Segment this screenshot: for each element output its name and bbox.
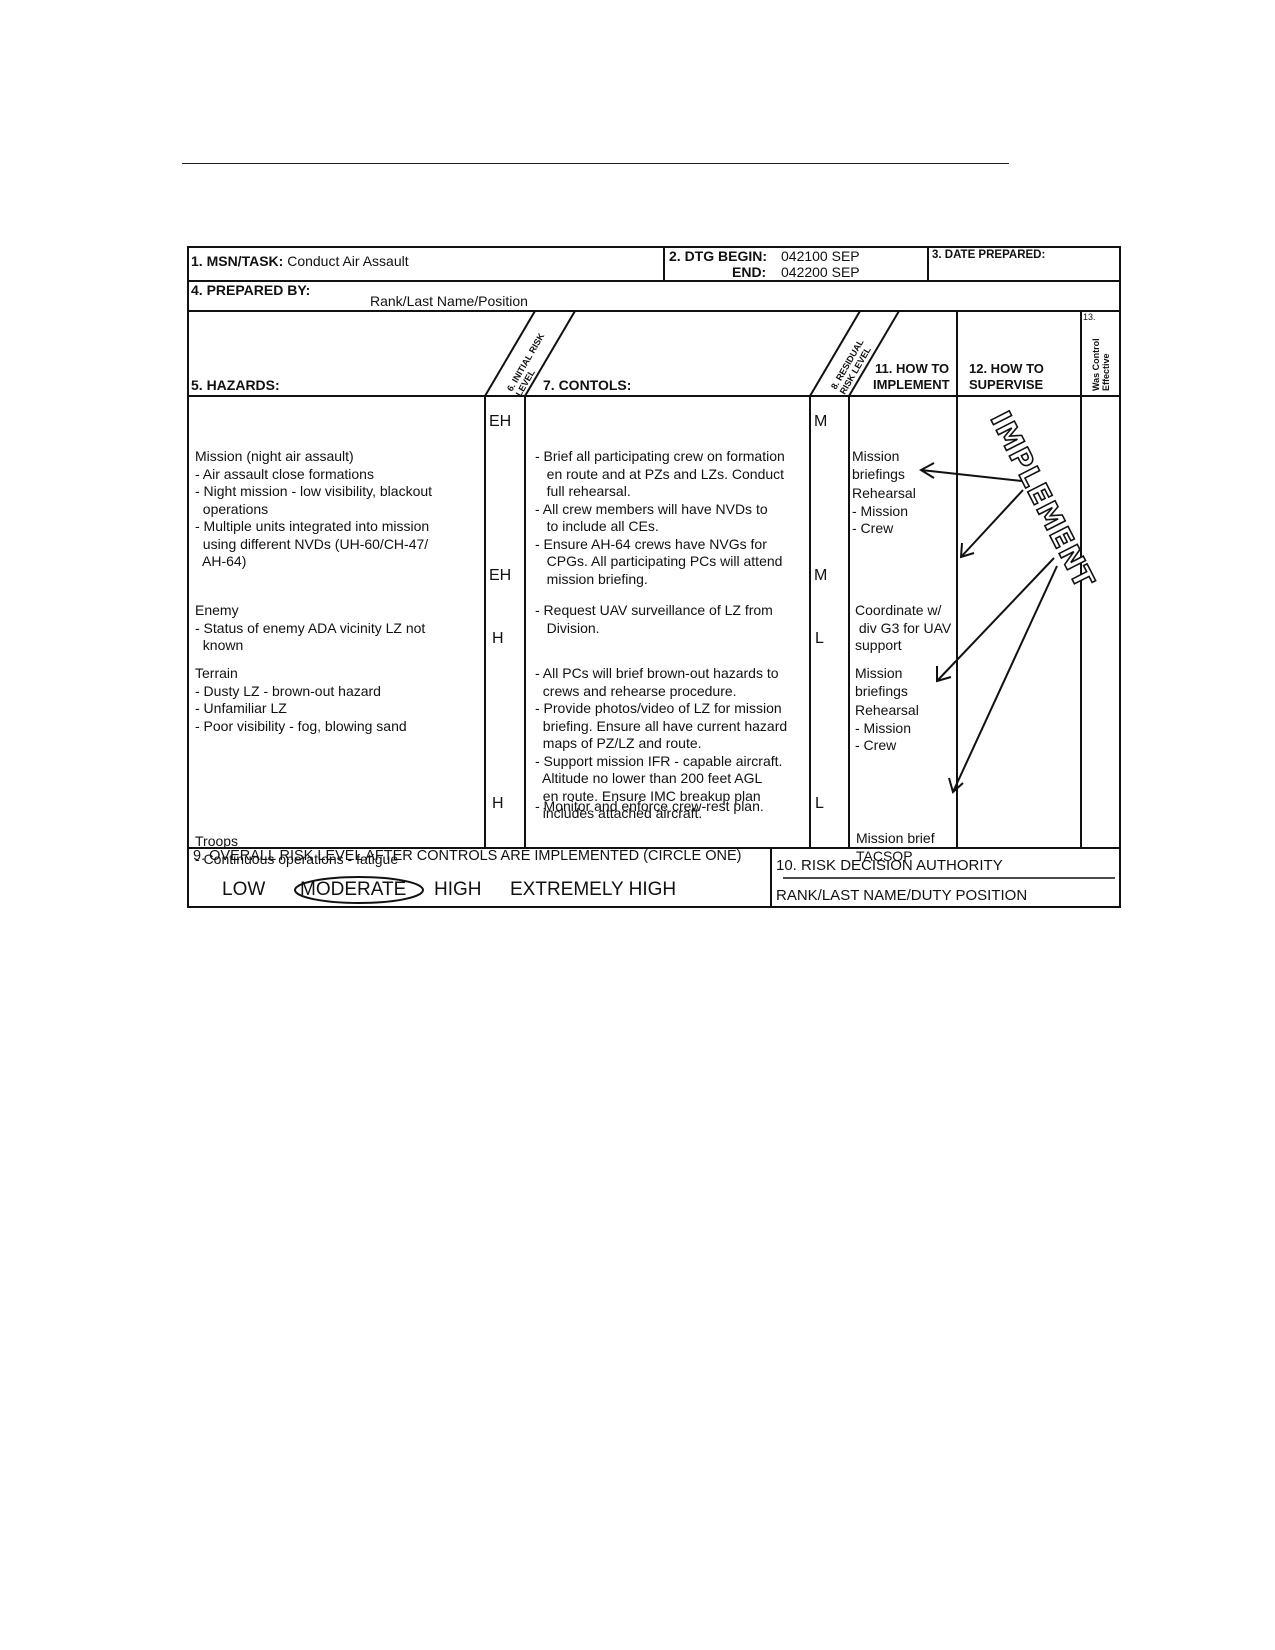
controls-header: 7. CONTOLS: [543,377,632,393]
hazards-header: 5. HAZARDS: [191,377,280,393]
risk-option-low: LOW [222,879,266,900]
risk-assessment-worksheet: 1. MSN/TASK: Conduct Air Assault 2. DTG … [187,246,1121,908]
hazard-mission: Mission (night air assault)- Air assault… [195,448,433,569]
was-effective-number: 13. [1083,312,1096,322]
risk-option-high: HIGH [434,879,482,900]
risk-option-extremely-high: EXTREMELY HIGH [510,879,677,900]
controls-enemy: - Request UAV surveillance of LZ from Di… [535,602,773,636]
risk-authority-value: RANK/LAST NAME/DUTY POSITION [776,887,1028,904]
msn-task-value: Conduct Air Assault [287,253,409,269]
initial-risk-mission: EH [489,413,512,430]
residual-risk-enemy: M [814,567,828,584]
dtg-end-value: 042200 SEP [781,264,860,280]
prepared-by-label: 4. PREPARED BY: [191,282,311,298]
controls-troops: - Monitor and enforce crew-rest plan. [535,798,764,814]
initial-risk-troops: H [492,795,504,812]
form-grid [187,246,1121,908]
msn-task-label: 1. MSN/TASK: [191,253,284,269]
hazard-troops: Troops- Continuous operations - fatigue [195,833,399,867]
controls-terrain: - All PCs will brief brown-out hazards t… [535,665,788,821]
overall-risk-label: 9. OVERALL RISK LEVEL AFTER CONTROLS ARE… [193,848,742,864]
risk-authority-label: 10. RISK DECISION AUTHORITY [776,857,1003,874]
dtg-end-label: END: [732,264,767,280]
date-prepared-label: 3. DATE PREPARED: [932,249,1046,261]
msn-task-field: 1. MSN/TASK: Conduct Air Assault [191,253,409,271]
dtg-begin-value: 042100 SEP [781,248,860,264]
moderate-circle [294,876,424,904]
prepared-by-value: Rank/Last Name/Position [370,293,528,309]
residual-risk-terrain: L [815,630,824,647]
top-rule [182,163,1009,164]
residual-risk-troops: L [815,795,824,812]
initial-risk-enemy: EH [489,567,512,584]
residual-risk-mission: M [814,413,828,430]
controls-mission: - Brief all participating crew on format… [535,448,785,587]
dtg-begin-label: 2. DTG BEGIN: [669,248,768,264]
hazard-enemy: Enemy- Status of enemy ADA vicinity LZ n… [195,602,426,653]
hazard-terrain: Terrain- Dusty LZ - brown-out hazard- Un… [195,665,407,734]
risk-option-moderate: MODERATE [300,879,407,900]
initial-risk-terrain: H [492,630,504,647]
